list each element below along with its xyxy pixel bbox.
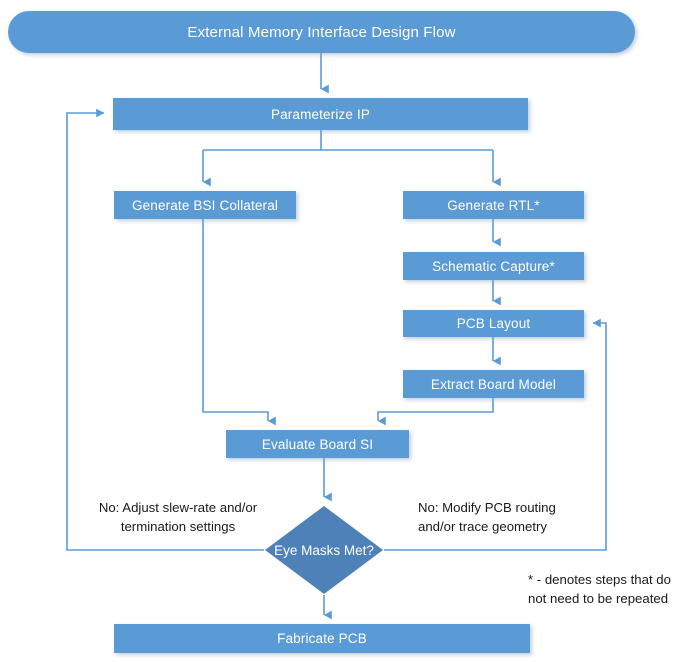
- node-generate-bsi-collateral[interactable]: Generate BSI Collateral: [114, 191, 296, 219]
- node-extract-board-model[interactable]: Extract Board Model: [403, 370, 584, 398]
- node-parameterize-ip-label: Parameterize IP: [270, 106, 371, 122]
- edge-decision-left-feedback: [66, 108, 264, 551]
- node-schematic-capture[interactable]: Schematic Capture*: [403, 252, 584, 280]
- edge-extract-to-evaluate: [377, 398, 494, 426]
- node-fabricate-pcb-label: Fabricate PCB: [277, 631, 367, 646]
- diamond-shape: [265, 506, 383, 594]
- node-schematic-capture-label: Schematic Capture*: [432, 258, 555, 274]
- edge-bsi-to-evaluate: [202, 218, 276, 426]
- node-title-label: External Memory Interface Design Flow: [187, 23, 456, 41]
- node-title: External Memory Interface Design Flow: [8, 11, 635, 53]
- node-evaluate-board-si[interactable]: Evaluate Board SI: [226, 430, 409, 458]
- node-fabricate-pcb[interactable]: Fabricate PCB: [114, 624, 530, 653]
- node-extract-board-model-label: Extract Board Model: [430, 376, 557, 392]
- annotation-right-feedback: No: Modify PCB routing and/or trace geom…: [418, 500, 556, 535]
- annotation-left-feedback: No: Adjust slew-rate and/or termination …: [98, 500, 258, 535]
- node-generate-bsi-collateral-label: Generate BSI Collateral: [131, 197, 279, 213]
- node-eye-masks-met[interactable]: Eye Masks Met?: [264, 505, 384, 595]
- node-parameterize-ip[interactable]: Parameterize IP: [113, 98, 528, 130]
- node-evaluate-board-si-label: Evaluate Board SI: [261, 436, 374, 452]
- node-pcb-layout-label: PCB Layout: [456, 316, 531, 331]
- annotation-footnote: * - denotes steps that do not need to be…: [528, 572, 671, 607]
- node-pcb-layout[interactable]: PCB Layout: [403, 310, 584, 337]
- node-generate-rtl[interactable]: Generate RTL*: [403, 191, 584, 219]
- node-generate-rtl-label: Generate RTL*: [447, 197, 540, 213]
